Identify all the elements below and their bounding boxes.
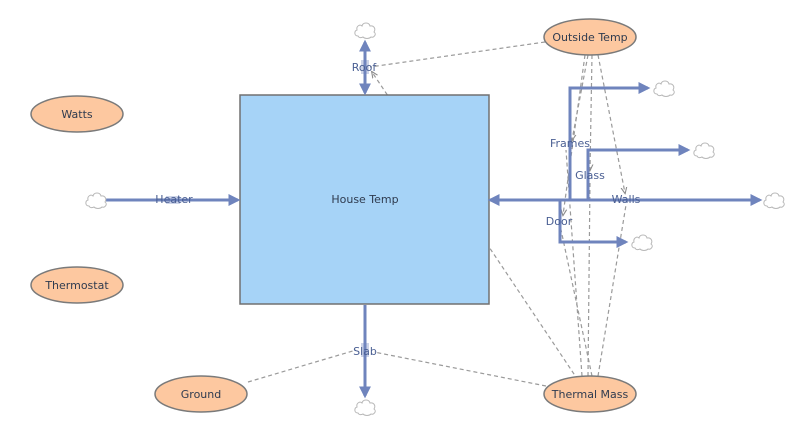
glass-sink-cloud-icon[interactable] — [693, 142, 715, 159]
heater-source-cloud-icon[interactable] — [85, 192, 107, 209]
aux-thermostat[interactable]: Thermostat — [30, 266, 124, 304]
thermal-mass-label: Thermal Mass — [551, 388, 629, 401]
link-thermal-to-glass[interactable] — [587, 179, 591, 377]
door-sink-cloud-icon[interactable] — [631, 234, 653, 251]
walls-label: Walls — [612, 193, 641, 206]
roof-label: Roof — [352, 61, 378, 74]
aux-ground[interactable]: Ground — [154, 375, 248, 413]
thermostat-label: Thermostat — [44, 279, 109, 292]
frames-sink-cloud-icon[interactable] — [653, 80, 675, 97]
link-thermal-to-frames[interactable] — [565, 149, 583, 377]
valves — [166, 60, 369, 357]
aux-watts[interactable]: Watts — [30, 95, 124, 133]
link-outside-to-walls[interactable] — [597, 54, 625, 193]
heater-valve[interactable] — [166, 196, 180, 204]
outside-temp-label: Outside Temp — [552, 31, 627, 44]
watts-label: Watts — [61, 108, 93, 121]
frames-label: Frames — [550, 137, 590, 150]
slab-valve[interactable] — [361, 343, 369, 357]
heater-label: Heater — [155, 193, 193, 206]
door-flow[interactable] — [555, 198, 629, 248]
aux-thermal-mass[interactable]: Thermal Mass — [543, 375, 637, 413]
link-outside-to-frames[interactable] — [572, 54, 589, 140]
link-thermal-to-walls[interactable] — [597, 204, 627, 377]
link-ground-to-slab[interactable] — [247, 349, 357, 383]
frames-flow[interactable] — [490, 82, 651, 202]
roof-valve[interactable] — [361, 60, 369, 74]
door-label: Door — [546, 215, 573, 228]
glass-flow[interactable] — [555, 144, 691, 202]
walls-sink-cloud-icon[interactable] — [763, 192, 785, 209]
link-thermal-to-door[interactable] — [559, 224, 593, 377]
link-outside-to-roof[interactable] — [369, 41, 546, 68]
link-outside-to-door[interactable] — [563, 54, 586, 215]
link-thermal-to-slab[interactable] — [373, 351, 547, 387]
glass-label: Glass — [575, 169, 605, 182]
house-temp-label: House Temp — [331, 193, 398, 206]
slab-sink-cloud-icon[interactable] — [354, 399, 376, 416]
roof-sink-cloud-icon[interactable] — [354, 22, 376, 39]
slab-label: Slab — [353, 345, 377, 358]
ground-label: Ground — [181, 388, 221, 401]
aux-outside-temp[interactable]: Outside Temp — [543, 18, 637, 56]
link-outside-to-glass[interactable] — [590, 54, 592, 170]
flows — [106, 39, 763, 399]
